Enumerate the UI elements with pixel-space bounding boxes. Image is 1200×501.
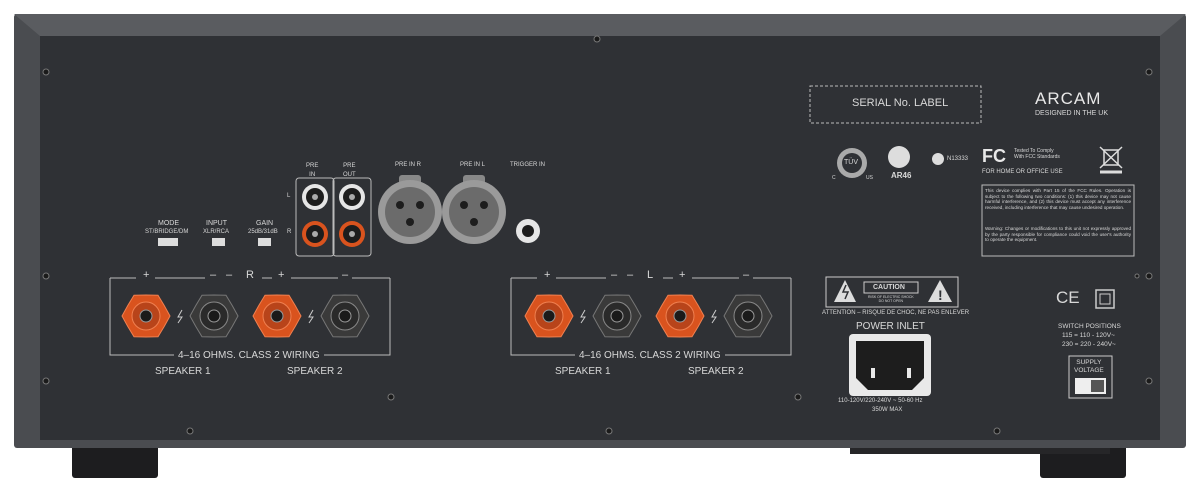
xlr-pre-in-l[interactable] xyxy=(442,175,506,244)
switch-positions-line2: 230 = 220 - 240V~ xyxy=(1062,341,1116,348)
right-speaker1-label: SPEAKER 1 xyxy=(155,366,211,377)
pre-in-r-label: PRE IN R xyxy=(395,162,422,168)
left-speaker2-label: SPEAKER 2 xyxy=(688,366,744,377)
trigger-in-jack[interactable] xyxy=(516,219,540,243)
shock-symbol-icon xyxy=(711,309,717,324)
switch-positions-line1: 115 = 110 - 120V~ xyxy=(1062,332,1115,339)
class2-icon xyxy=(1095,289,1115,309)
tuv-label: TÜV xyxy=(844,159,858,166)
mode-switch[interactable] xyxy=(158,238,178,246)
right-s1-minus2: – xyxy=(226,269,233,281)
switch-positions-title: SWITCH POSITIONS xyxy=(1058,323,1121,330)
gain-switch[interactable] xyxy=(258,238,271,246)
brand-name: ARCAM xyxy=(1035,89,1102,108)
caution-sub: RISK OF ELECTRIC SHOCK DO NOT OPEN xyxy=(868,295,914,303)
power-inlet-socket[interactable] xyxy=(856,341,924,390)
power-spec: 110-120V/220-240V ~ 50-60 Hz xyxy=(838,398,923,404)
power-inlet-title: POWER INLET xyxy=(856,321,925,332)
speaker-binding-posts[interactable] xyxy=(121,294,773,338)
brand-tagline: DESIGNED IN THE UK xyxy=(1035,110,1108,117)
fcc-notice-box xyxy=(981,184,1135,257)
caution-box xyxy=(825,276,959,308)
right-wiring-label: 4–16 OHMS. CLASS 2 WIRING xyxy=(174,351,324,361)
right-s2-minus: – xyxy=(342,269,349,281)
fcc-tested: Tested To Comply With FCC Standards xyxy=(1014,148,1060,160)
right-s1-plus: + xyxy=(143,269,150,281)
caution-title: CAUTION xyxy=(873,284,905,291)
pct-icon xyxy=(888,146,910,168)
weee-bin-icon xyxy=(1099,146,1123,174)
gain-r-mark: R xyxy=(287,229,292,235)
fcc-notice-para2: Warning: Changes or modifications to thi… xyxy=(985,226,1131,243)
left-channel-label: L xyxy=(647,269,654,281)
left-speaker1-negative-terminal[interactable] xyxy=(592,294,642,338)
left-speaker1-label: SPEAKER 1 xyxy=(555,366,611,377)
caution-title-box xyxy=(863,281,919,294)
ce-mark: CE xyxy=(1056,288,1080,307)
left-speaker1-positive-terminal[interactable] xyxy=(524,294,574,338)
left-s2-plus: + xyxy=(679,269,686,281)
fcc-home: FOR HOME OR OFFICE USE xyxy=(982,169,1063,175)
left-s1-plus: + xyxy=(544,269,551,281)
panel-screws xyxy=(42,35,1153,435)
left-s2-minus: – xyxy=(743,269,750,281)
lightning-warning-icon xyxy=(834,280,856,302)
gain-value: 25dB/31dB xyxy=(248,229,278,235)
right-channel-label: R xyxy=(246,269,254,281)
right-speaker1-negative-terminal[interactable] xyxy=(189,294,239,338)
tuv-us: US xyxy=(866,175,873,181)
right-s1-minus: – xyxy=(210,269,217,281)
shock-symbol-icon xyxy=(308,309,314,324)
supply-voltage-frame xyxy=(1068,355,1113,399)
pre-out-frame xyxy=(332,177,372,257)
chassis-top-bevel xyxy=(14,14,1186,36)
left-s1-minus2: – xyxy=(627,269,634,281)
right-speaker2-positive-terminal[interactable] xyxy=(252,294,302,338)
input-switch[interactable] xyxy=(212,238,225,246)
mode-title: MODE xyxy=(158,220,179,227)
left-speaker2-negative-terminal[interactable] xyxy=(723,294,773,338)
pre-in-l-label: PRE IN L xyxy=(460,162,486,168)
xlr-pre-in-r[interactable] xyxy=(378,175,442,244)
right-speaker2-label: SPEAKER 2 xyxy=(287,366,343,377)
rca-pre-in-r[interactable] xyxy=(302,221,328,247)
supply-voltage-label: SUPPLY VOLTAGE xyxy=(1074,359,1104,374)
caution-attention: ATTENTION – RISQUE DE CHOC, NE PAS ENLEV… xyxy=(822,310,970,316)
fcc-logo: FC xyxy=(982,146,1006,166)
shock-symbol-icon xyxy=(580,309,586,324)
pre-in-frame xyxy=(295,177,335,257)
right-s2-plus: + xyxy=(278,269,285,281)
mode-value: ST/BRIDGE/DM xyxy=(145,229,189,235)
tuv-c: C xyxy=(832,175,836,181)
input-title: INPUT xyxy=(206,220,227,227)
rca-pre-in-l[interactable] xyxy=(302,184,328,210)
right-speaker1-positive-terminal[interactable] xyxy=(121,294,171,338)
exclamation-warning-icon xyxy=(928,280,952,302)
ar46-label: AR46 xyxy=(891,171,912,180)
left-foot xyxy=(72,440,158,478)
input-value: XLR/RCA xyxy=(203,229,230,235)
pre-out-label: PRE OUT xyxy=(343,163,356,178)
rca-pre-out-r[interactable] xyxy=(339,221,365,247)
left-wiring-label: 4–16 OHMS. CLASS 2 WIRING xyxy=(575,351,725,361)
n13333-label: N13333 xyxy=(947,156,969,162)
left-s1-minus: – xyxy=(611,269,618,281)
svg-text:!: ! xyxy=(938,287,943,303)
serial-label-box xyxy=(809,85,982,124)
rca-pre-out-l[interactable] xyxy=(339,184,365,210)
shock-symbol-icon xyxy=(177,309,183,324)
gain-title: GAIN xyxy=(256,220,274,227)
right-speaker2-negative-terminal[interactable] xyxy=(320,294,370,338)
pre-in-label: PRE IN xyxy=(306,163,319,178)
trigger-in-label: TRIGGER IN xyxy=(510,162,546,168)
left-speaker2-positive-terminal[interactable] xyxy=(655,294,705,338)
power-max: 350W MAX xyxy=(872,407,903,413)
fcc-notice-para1: This device complies with Part 15 of the… xyxy=(985,188,1131,210)
serial-label-text: SERIAL No. LABEL xyxy=(852,97,949,109)
pre-l-mark: L xyxy=(287,193,291,199)
nz-compliance-icon xyxy=(932,153,944,165)
panel-face xyxy=(40,36,1160,440)
